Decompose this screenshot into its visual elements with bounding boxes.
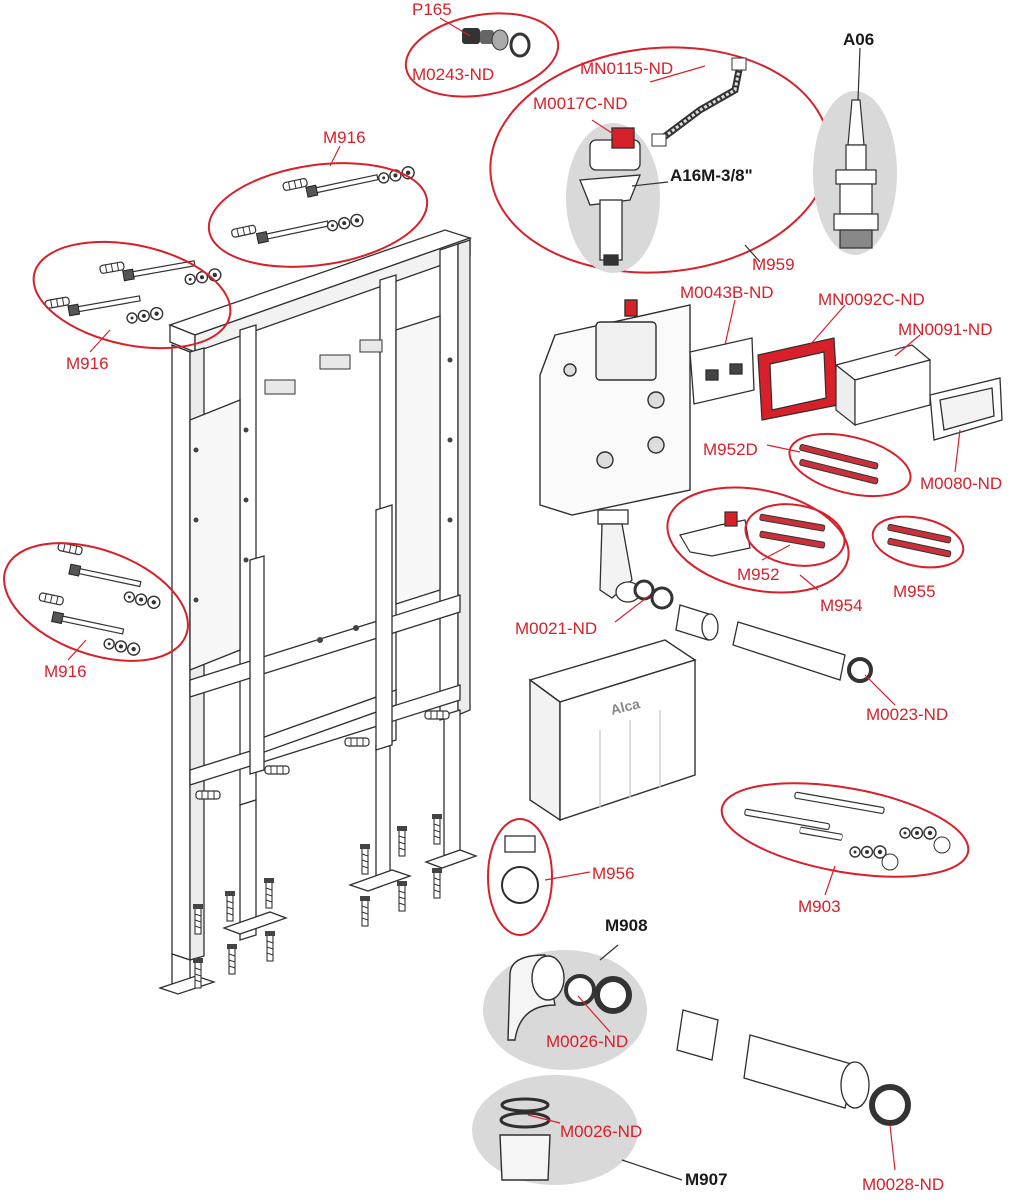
label-p165: P165: [412, 0, 452, 19]
m956-clamp: [501, 835, 539, 904]
m0028-seal: [869, 1084, 911, 1126]
m955-callout: [871, 515, 965, 569]
installation-frame: [157, 229, 478, 995]
label-m959: M959: [752, 255, 795, 274]
a06-flush-valve: [833, 99, 879, 249]
mn0092c-frame: [757, 337, 839, 421]
label-m952d: M952D: [703, 440, 758, 459]
label-m0080-nd: M0080-ND: [920, 474, 1003, 493]
m916-bottom-callout: [3, 542, 189, 662]
m0043b-plate: [689, 337, 755, 405]
label-m952: M952: [737, 565, 780, 584]
outlet-pipe: [676, 1009, 870, 1109]
m916-left-callout: [32, 240, 232, 350]
m952-callout: [744, 503, 846, 567]
frame-bracket-left: [264, 339, 383, 395]
m916-bottom-parts: [38, 541, 162, 657]
m955-rods: [886, 523, 952, 558]
floor-screws: [192, 813, 443, 989]
label-m0026-nd-lower: M0026-ND: [560, 1122, 643, 1141]
mn0091-box: [834, 344, 932, 427]
label-mn0091-nd: MN0091-ND: [898, 320, 993, 339]
label-m0243-nd: M0243-ND: [412, 65, 495, 84]
label-m916-left: M916: [66, 354, 109, 373]
access-box: [528, 639, 697, 822]
label-m908: M908: [605, 916, 648, 935]
m903-parts: [743, 791, 951, 871]
p165-valve-parts: [462, 28, 531, 58]
m956-callout: [487, 818, 553, 936]
label-m0043b-nd: M0043B-ND: [680, 283, 774, 302]
m916-top-callout: [207, 162, 429, 268]
m954-lever: [679, 511, 751, 557]
label-m916-bottom: M916: [44, 662, 87, 681]
label-m0017c-nd: M0017C-ND: [533, 94, 628, 113]
m0080-cover: [929, 377, 1003, 441]
m954-callout: [666, 486, 850, 594]
label-a16m: A16M-3/8": [670, 166, 753, 185]
label-m0028-nd: M0028-ND: [862, 1175, 945, 1194]
label-m955: M955: [893, 582, 936, 601]
label-m916-top: M916: [323, 128, 366, 147]
label-m954: M954: [820, 596, 863, 615]
m952-rods: [758, 513, 826, 549]
label-m0026-nd-upper: M0026-ND: [546, 1032, 629, 1051]
label-m903: M903: [798, 897, 841, 916]
label-m0021-nd: M0021-ND: [515, 619, 598, 638]
connector-pipe: [675, 604, 846, 681]
m952d-rods: [798, 443, 879, 485]
label-mn0092c-nd: MN0092C-ND: [818, 290, 925, 309]
label-a06: A06: [843, 30, 875, 49]
label-m956: M956: [592, 864, 635, 883]
fill-valve: [579, 127, 641, 266]
p165-callout: [404, 12, 560, 98]
brand-logo: Alca: [609, 695, 642, 718]
m903-callout: [720, 782, 970, 878]
label-m907: M907: [685, 1170, 728, 1189]
cistern: [539, 299, 691, 516]
label-mn0115-nd: MN0115-ND: [580, 59, 674, 78]
leader-lines: [67, 17, 961, 1171]
m0021-seals: [633, 579, 674, 610]
frame-holes: [193, 357, 453, 643]
label-m0023-nd: M0023-ND: [866, 705, 949, 724]
m908-elbow: [507, 954, 632, 1041]
leader-lines-dark: [599, 47, 861, 1181]
flex-hose: [651, 57, 747, 147]
